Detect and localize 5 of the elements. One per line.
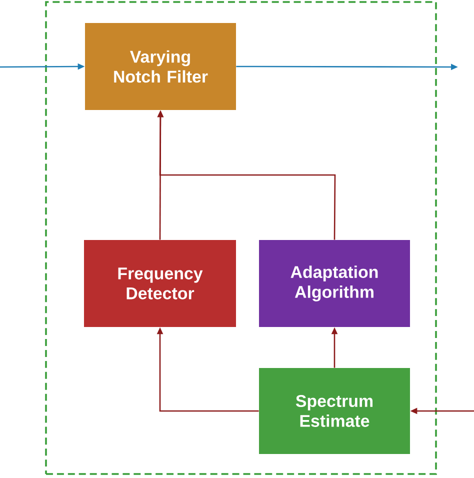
process-box: Spectrum Estimate	[259, 368, 410, 454]
process-box: Varying Notch Filter	[85, 23, 236, 110]
dashed-frame	[45, 1, 437, 475]
process-box: Adaptation Algorithm	[259, 240, 410, 327]
process-box: Frequency Detector	[84, 240, 236, 327]
